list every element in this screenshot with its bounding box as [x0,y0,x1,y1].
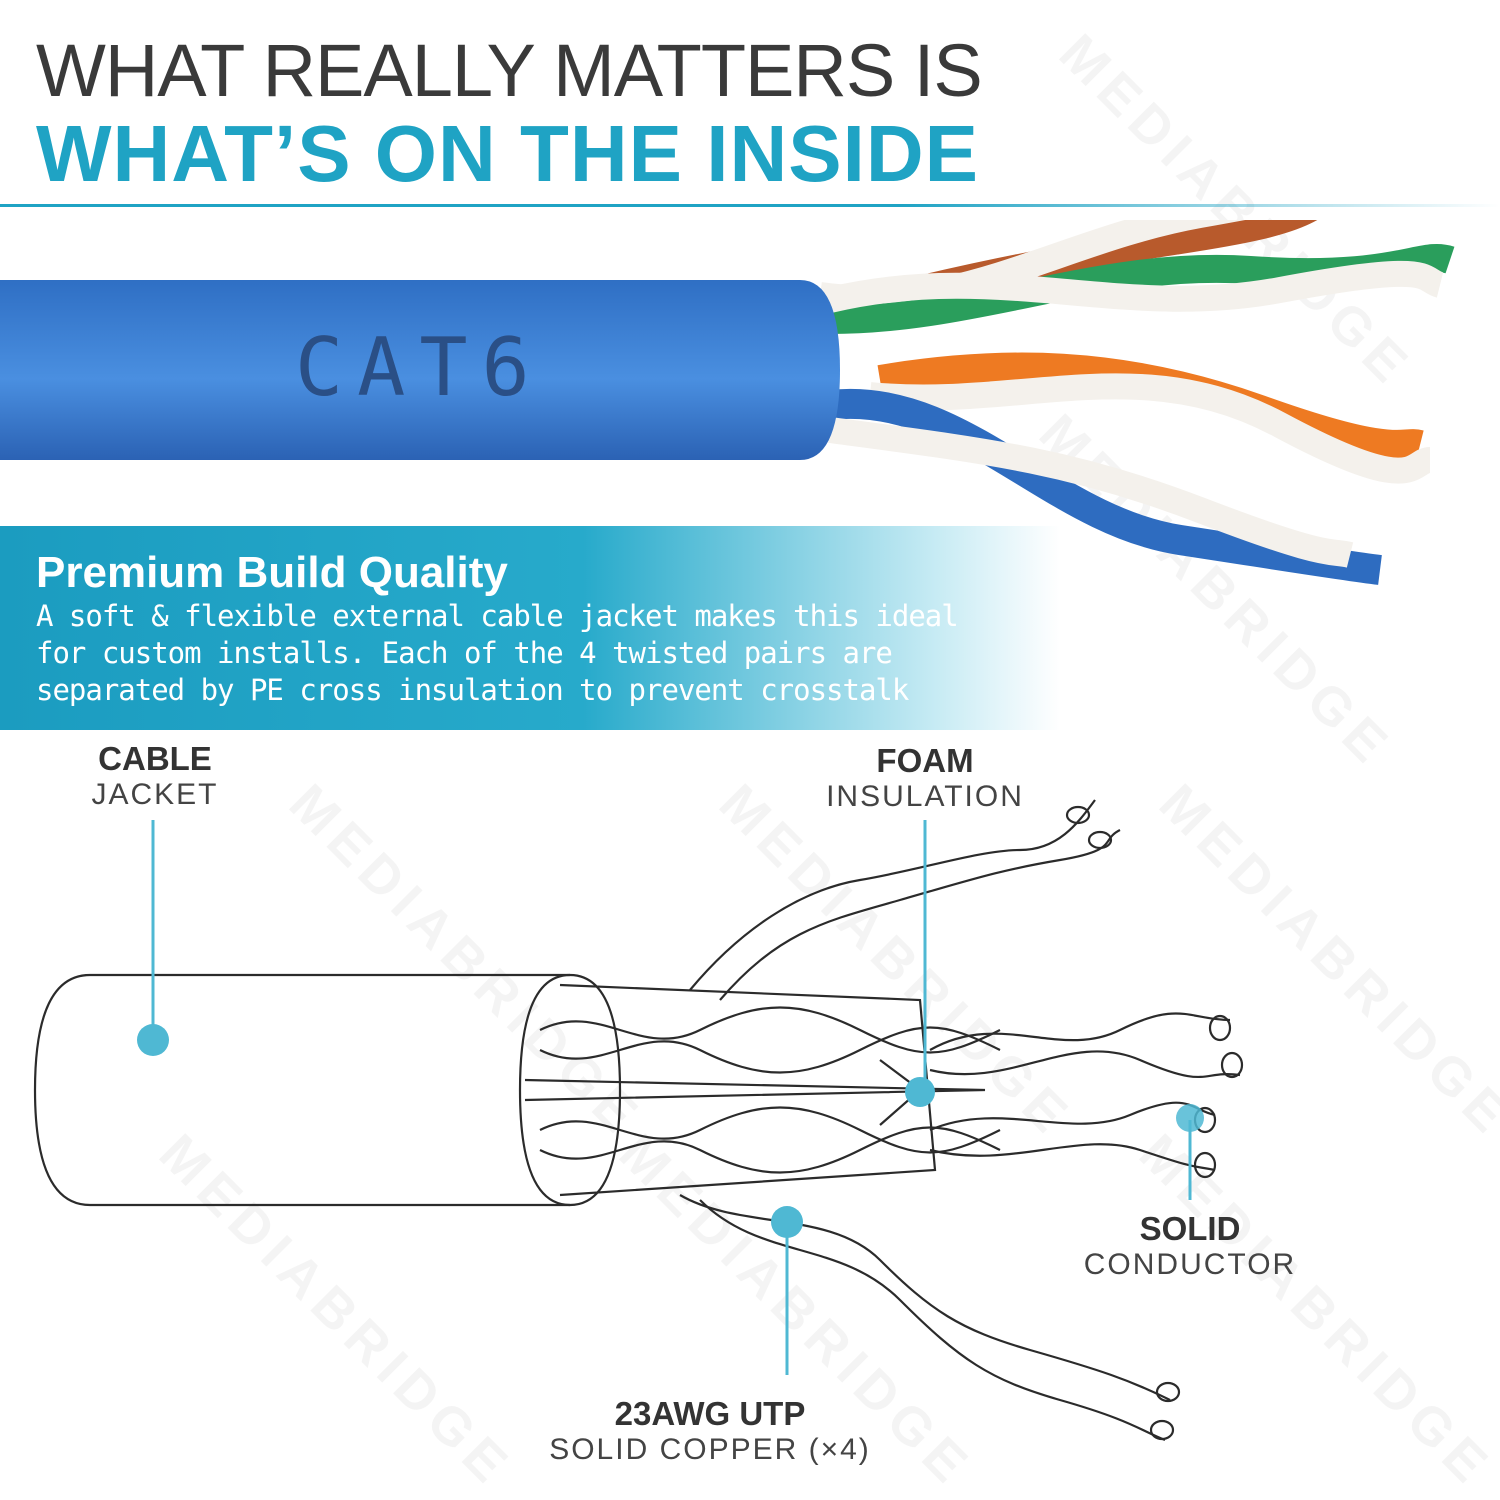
green-white-wire [827,260,1445,313]
banner-body: A soft & flexible external cable jacket … [36,598,1036,709]
orange-white-wire [868,373,1432,484]
label-foam-bold: FOAM [876,742,974,779]
banner-title: Premium Build Quality [36,548,508,597]
headline-line-2: WHAT’S ON THE INSIDE [36,109,979,198]
banner-line: separated by PE cross insulation to prev… [36,673,909,707]
wire-end [1220,1051,1244,1079]
label-utp: 23AWG UTP SOLID COPPER (×4) [540,1395,880,1467]
pair-up [719,829,1121,1001]
wire-end [1065,805,1091,825]
label-cable-jacket-bold: CABLE [98,740,212,777]
banner-line: A soft & flexible external cable jacket … [36,599,959,633]
pair-right [929,1143,1216,1172]
callout-dot-foam [905,1077,935,1107]
label-foam-insulation: FOAM INSULATION [810,742,1040,814]
wire-end [1193,1151,1217,1179]
label-cable-jacket: CABLE JACKET [60,740,250,812]
pair-inner [539,1126,1001,1174]
label-utp-bold: 23AWG UTP [614,1395,806,1432]
pair-up [689,799,1096,991]
pair-inner [539,1106,1001,1154]
callout-dot-utp [771,1206,803,1238]
label-solid-thin: CONDUCTOR [1083,1248,1297,1281]
wire-end [1087,830,1113,850]
foam-tube [559,983,937,1197]
cable-photo: CAT6 [0,220,1455,585]
pair-right [929,1050,1241,1078]
wire-end [1149,1419,1175,1441]
cable-jacket-photo [0,280,840,460]
pair-down [699,1199,1166,1442]
feature-banner [0,526,1060,730]
label-solid-conductor: SOLID CONDUCTOR [1080,1210,1300,1282]
jacket-end [518,973,622,1207]
jacket-print: CAT6 [295,321,544,414]
pair-inner [539,1006,1001,1054]
wire-end [1155,1381,1181,1403]
blue-white-wire [828,417,1354,568]
callout-dot-jacket [137,1024,169,1056]
pair-right [929,1101,1216,1132]
label-cable-jacket-thin: JACKET [91,778,219,811]
banner-line: for custom installs. Each of the 4 twist… [36,636,893,670]
cable-diagram [33,799,1244,1442]
headline-line-1: WHAT REALLY MATTERS IS [36,29,983,112]
pair-right [929,1012,1231,1051]
label-utp-thin: SOLID COPPER (×4) [549,1433,871,1466]
label-foam-thin: INSULATION [826,780,1024,813]
wire-end [1208,1014,1232,1042]
jacket-outline [33,973,570,1207]
label-solid-bold: SOLID [1139,1210,1241,1247]
headline-divider [0,204,1500,207]
callout-dot-conductor [1176,1104,1204,1132]
